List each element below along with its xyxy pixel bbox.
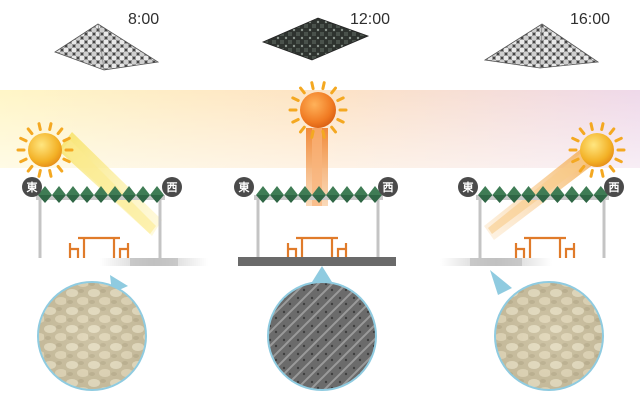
time-label-noon: 12:00 bbox=[350, 11, 390, 28]
canopy-sail-icon bbox=[483, 23, 600, 69]
magnifier-icon bbox=[267, 266, 377, 391]
sun-icon bbox=[288, 81, 348, 139]
time-label-afternoon: 16:00 bbox=[570, 11, 610, 28]
canopy-awning bbox=[478, 186, 608, 203]
panel-afternoon: 16:00 東 西 bbox=[440, 11, 626, 391]
west-badge: 西 bbox=[162, 177, 182, 197]
east-badge: 東 bbox=[458, 177, 478, 197]
canopy-awning bbox=[256, 186, 382, 203]
east-badge: 東 bbox=[22, 177, 42, 197]
svg-text:東: 東 bbox=[27, 180, 39, 194]
canopy-awning bbox=[38, 186, 164, 203]
sun-icon bbox=[16, 122, 74, 178]
magnifier-icon bbox=[37, 275, 147, 391]
picnic-table-icon bbox=[286, 236, 348, 258]
time-label-morning: 8:00 bbox=[128, 11, 159, 28]
svg-text:西: 西 bbox=[383, 181, 394, 194]
west-badge: 西 bbox=[604, 177, 624, 197]
svg-text:東: 東 bbox=[463, 180, 475, 194]
canopy-sail-icon bbox=[54, 23, 160, 71]
panel-noon: 12:00 東 西 bbox=[234, 11, 398, 391]
east-badge: 東 bbox=[234, 177, 254, 197]
picnic-table-icon bbox=[68, 236, 130, 258]
svg-text:西: 西 bbox=[609, 181, 620, 194]
sun-icon bbox=[568, 122, 626, 178]
panel-morning: 8:00 東 西 bbox=[16, 11, 208, 391]
svg-text:西: 西 bbox=[167, 181, 178, 194]
svg-text:東: 東 bbox=[239, 180, 251, 194]
canopy-sail-icon bbox=[261, 17, 370, 61]
ground-shadow-noon bbox=[238, 257, 396, 266]
magnifier-icon bbox=[490, 270, 604, 391]
picnic-table-icon bbox=[514, 236, 576, 258]
west-badge: 西 bbox=[378, 177, 398, 197]
